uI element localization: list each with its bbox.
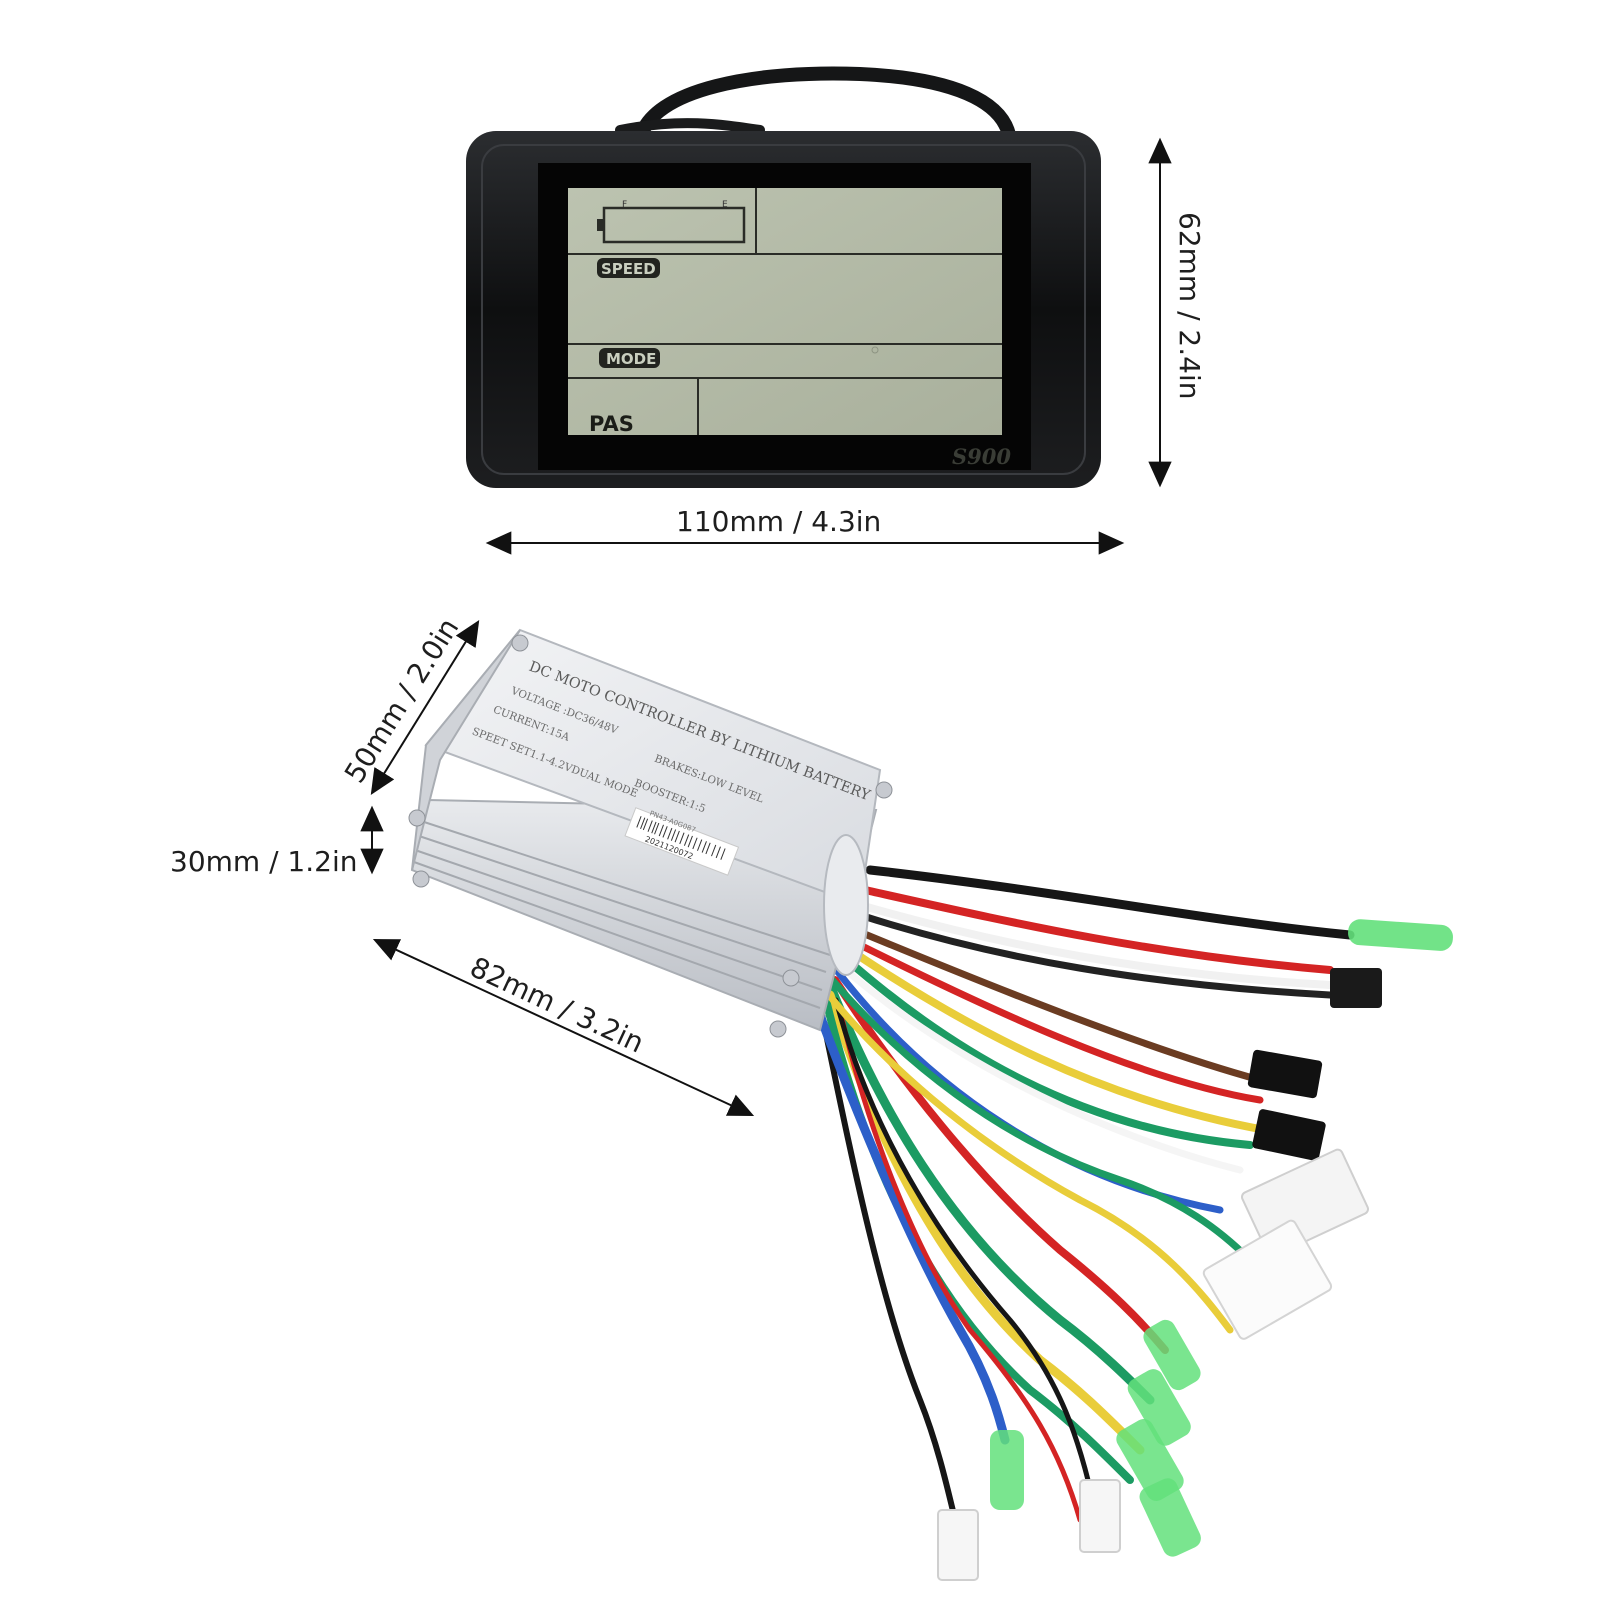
lcd-display-unit: F E SPEED MODE PAS S900: [466, 66, 1101, 488]
wire-harness: [813, 865, 1355, 1543]
wire-green-4: [824, 971, 1254, 1264]
wire-yellow-1: [846, 946, 1269, 1134]
wire-red-4: [837, 1007, 1083, 1523]
bullet-terminal-green-5: [1139, 1478, 1201, 1557]
display-cable: [633, 66, 1017, 147]
lcd-grid-lines: [568, 188, 1002, 435]
barcode: [636, 816, 726, 860]
wire-black-top: [865, 865, 1355, 940]
bullet-terminal-green-2: [1143, 1319, 1201, 1391]
wire-black-4: [833, 997, 1098, 1513]
white-plug-large-2: [1202, 1219, 1333, 1340]
lcd-dot: [871, 346, 879, 354]
lcd-screen: [568, 188, 1002, 435]
pas-label: PAS: [589, 412, 634, 436]
battery-empty-label: E: [722, 200, 728, 210]
wire-green-2: [825, 980, 1155, 1405]
cable-grommet: [823, 834, 869, 976]
mode-label: MODE: [606, 350, 656, 368]
display-cable-loop: [615, 118, 765, 135]
bullet-terminal-green-6: [990, 1430, 1024, 1510]
battery-full-label: F: [622, 200, 627, 210]
connectors: [937, 919, 1453, 1581]
wire-blue-2: [813, 1005, 1010, 1445]
wire-green-1: [841, 954, 1254, 1149]
jst-3pin-connector: [1330, 968, 1382, 1008]
controller-depth-arrow: [370, 620, 480, 795]
white-plug-small-2: [1079, 1479, 1121, 1553]
wire-white-top: [856, 901, 1334, 989]
jst-connector-black-2: [1252, 1109, 1326, 1161]
speed-label-bg: [597, 258, 660, 278]
wire-brown: [851, 926, 1264, 1084]
wire-white-2: [836, 961, 1244, 1174]
speed-label: SPEED: [601, 260, 656, 278]
battery-icon: [597, 206, 746, 244]
wire-red-top: [861, 886, 1334, 974]
display-height-label: 62mm / 2.4in: [1173, 212, 1206, 399]
barcode-sticker: [624, 807, 740, 876]
jst-connector-black-1: [1247, 1049, 1323, 1099]
wire-yellow-3: [821, 986, 1234, 1334]
screw-icon: [412, 870, 430, 888]
controller-length-arrow: [372, 939, 755, 1116]
screw-icon: [875, 781, 893, 799]
mode-label-bg: [599, 348, 660, 368]
screw-icon: [782, 969, 800, 987]
bullet-terminal-green-1: [1348, 919, 1453, 951]
wire-black-2: [856, 911, 1334, 999]
model-label: S900: [952, 444, 1011, 469]
controller-height-label: 30mm / 1.2in: [170, 845, 357, 878]
white-plug-small-1: [937, 1509, 979, 1581]
wire-black-3: [817, 1002, 963, 1543]
wire-red-2: [846, 936, 1264, 1104]
bullet-terminal-green-3: [1127, 1369, 1191, 1446]
screw-icon: [511, 634, 529, 652]
controller-length-label: 82mm / 3.2in: [465, 950, 649, 1059]
screw-icon: [769, 1020, 787, 1038]
screw-icon: [408, 809, 426, 827]
display-width-label: 110mm / 4.3in: [676, 505, 881, 538]
display-bezel-inner: [481, 144, 1086, 475]
controller-depth-label: 50mm / 2.0in: [338, 612, 465, 788]
